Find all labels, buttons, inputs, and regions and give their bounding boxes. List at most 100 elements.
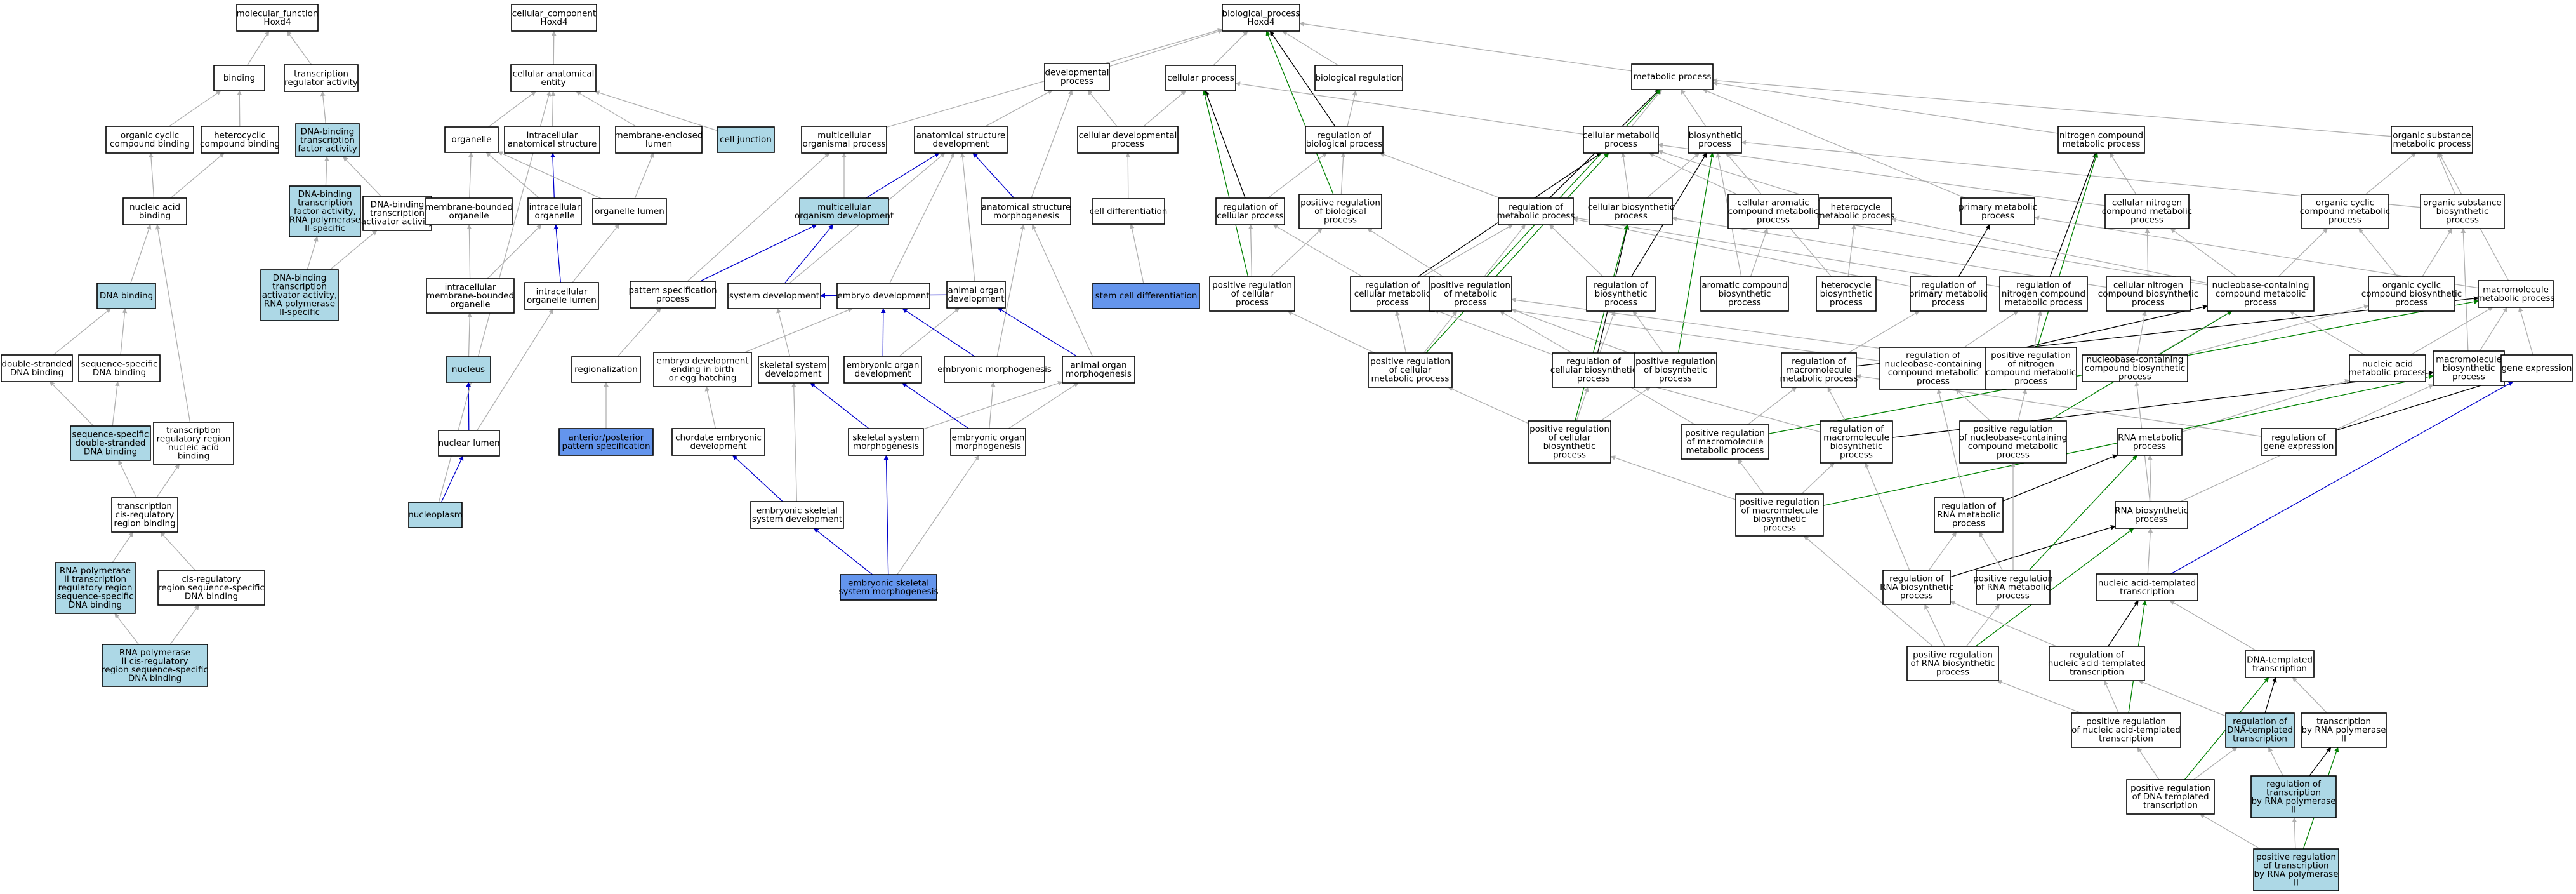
term-node-b59[interactable]: gene expression <box>2500 354 2573 382</box>
term-node-b44[interactable]: regionalization <box>571 356 641 383</box>
term-node-b16[interactable]: cell differentiation <box>1090 198 1168 225</box>
term-node-c12[interactable]: nucleus <box>446 356 491 383</box>
term-node-b66[interactable]: regulation ofmacromoleculebiosyntheticpr… <box>1820 420 1893 464</box>
term-node-c14[interactable]: nucleoplasm <box>408 502 463 528</box>
term-node-b31[interactable]: stem cell differentiation <box>1092 283 1200 309</box>
term-node-b28[interactable]: system development <box>727 283 821 309</box>
term-node-b48[interactable]: embryonic morphogenesis <box>937 356 1052 383</box>
term-node-b5[interactable]: metabolic process <box>1631 63 1714 90</box>
term-node-b4[interactable]: biological regulation <box>1314 65 1403 91</box>
term-node-c6[interactable]: cell junction <box>717 126 775 153</box>
term-node-b54[interactable]: regulation ofnucleobase-containingcompou… <box>1879 347 1987 390</box>
term-node-n2[interactable]: binding <box>213 65 265 91</box>
term-node-c9[interactable]: organelle lumen <box>592 198 667 225</box>
term-node-b3[interactable]: cellular process <box>1165 65 1236 91</box>
